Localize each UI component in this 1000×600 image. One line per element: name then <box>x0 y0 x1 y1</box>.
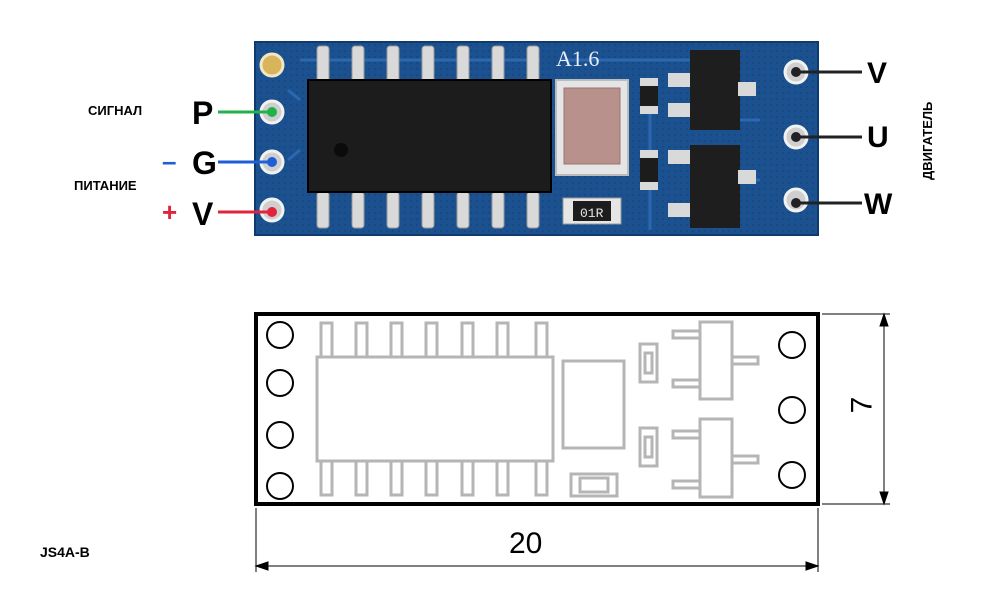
transistors <box>668 50 756 228</box>
minus-sign: – <box>162 146 177 176</box>
pin-p-label: P <box>192 95 214 131</box>
sensor-component <box>555 79 629 176</box>
plus-sign: + <box>162 197 178 227</box>
power-label: ПИТАНИЕ <box>74 178 137 193</box>
motor-label: ДВИГАТЕЛЬ <box>920 102 935 180</box>
out-w-label: W <box>864 188 893 221</box>
small-capacitors <box>640 78 658 190</box>
signal-label: СИГНАЛ <box>88 103 143 118</box>
dimension-width: 20 <box>509 527 543 560</box>
model-label: JS4A-B <box>40 544 90 560</box>
out-u-label: U <box>867 121 889 154</box>
pin-v-label: V <box>192 196 214 232</box>
pad-nc <box>259 52 285 78</box>
dimension-height: 7 <box>845 396 879 414</box>
resistor-marking: 01R <box>580 206 604 221</box>
left-wires <box>218 107 277 217</box>
outline-board <box>254 312 820 506</box>
pin-g-label: G <box>192 145 217 181</box>
chip-marking: A1.6 <box>556 46 599 71</box>
resistor <box>562 197 622 225</box>
out-v-label: V <box>867 57 888 90</box>
dimension-lines <box>254 312 890 572</box>
outline-drawing <box>254 312 820 506</box>
right-wires <box>791 67 862 208</box>
ic-chip <box>307 45 552 229</box>
